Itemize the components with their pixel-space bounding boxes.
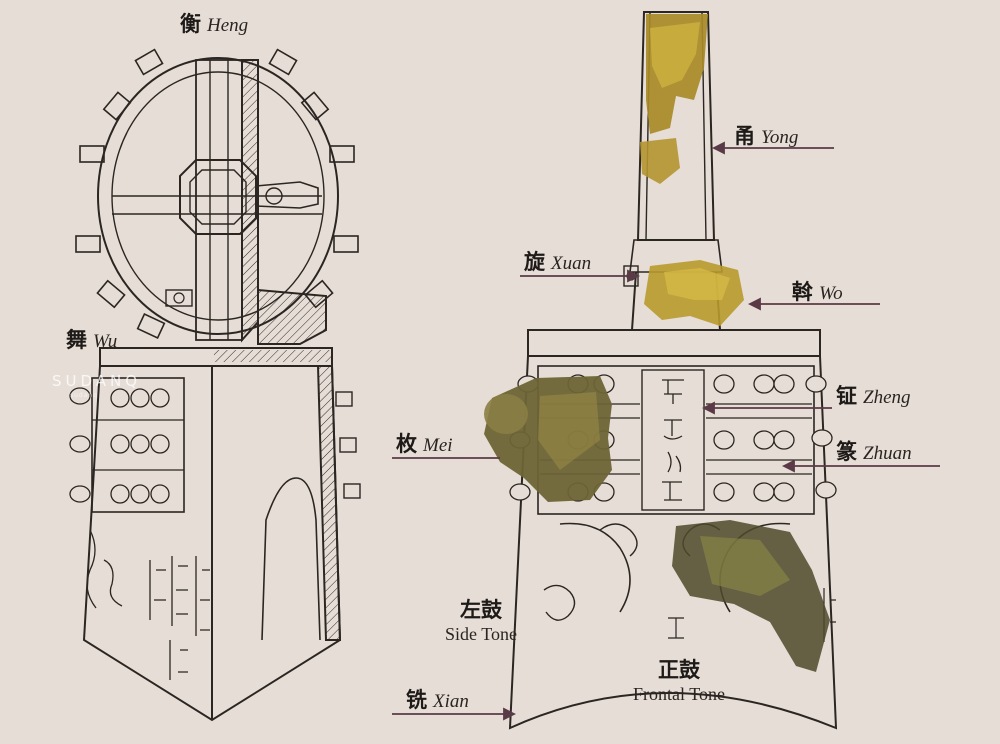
label-mei: 枚 Mei — [396, 428, 453, 458]
left-side-section — [69, 347, 361, 722]
label-wo-en: Wo — [819, 283, 843, 304]
label-frontal-tone-en: Frontal Tone — [633, 684, 725, 704]
label-side-tone-en: Side Tone — [445, 624, 517, 644]
label-xuan-en: Xuan — [551, 253, 592, 274]
label-xian-en: Xian — [433, 691, 469, 712]
label-side-tone: 左鼓 Side Tone — [436, 594, 526, 645]
label-wo-zh: 斡 — [792, 280, 813, 304]
arrow-xian — [392, 707, 517, 721]
label-wo: 斡 Wo — [792, 276, 843, 306]
label-mei-en: Mei — [423, 435, 453, 456]
arrow-xuan — [520, 269, 641, 283]
label-zhuan-zh: 篆 — [836, 440, 857, 464]
label-frontal-tone-zh: 正鼓 — [658, 658, 700, 682]
label-zheng-zh: 钲 — [836, 384, 857, 408]
label-xian-zh: 铣 — [406, 688, 427, 712]
label-heng-en: Heng — [207, 15, 249, 36]
label-zheng: 钲 Zheng — [836, 380, 911, 410]
left-boss-rows — [69, 387, 170, 504]
label-xuan-zh: 旋 — [524, 250, 545, 274]
label-yong: 甬 Yong — [734, 120, 798, 150]
label-zhuan: 篆 Zhuan — [836, 436, 912, 466]
label-wu-en: Wu — [93, 331, 118, 352]
arrow-zhuan — [781, 459, 940, 473]
label-zheng-en: Zheng — [863, 387, 911, 408]
label-wu: 舞 Wu — [66, 324, 117, 354]
label-frontal-tone: 正鼓 Frontal Tone — [614, 654, 744, 705]
arrow-yong — [711, 141, 834, 155]
label-mei-zh: 枚 — [396, 432, 417, 456]
label-zhuan-en: Zhuan — [863, 443, 912, 464]
arrow-wo — [747, 297, 880, 311]
gold-fragments — [484, 14, 830, 672]
label-heng-zh: 衡 — [180, 12, 201, 36]
label-xian: 铣 Xian — [406, 684, 469, 714]
left-top-view — [75, 48, 359, 345]
label-heng: 衡 Heng — [180, 8, 248, 38]
pointer-arrows — [392, 141, 940, 721]
label-yong-zh: 甬 — [734, 124, 755, 148]
watermark: SUDANQ — [52, 372, 142, 390]
label-side-tone-zh: 左鼓 — [460, 598, 502, 622]
label-xuan: 旋 Xuan — [524, 246, 591, 276]
label-yong-en: Yong — [761, 127, 799, 148]
label-wu-zh: 舞 — [66, 328, 87, 352]
watermark-sub: sudanq — [70, 392, 99, 399]
left-inscription — [86, 529, 210, 680]
arrow-zheng — [701, 401, 832, 415]
zheng-inscription — [662, 379, 684, 501]
